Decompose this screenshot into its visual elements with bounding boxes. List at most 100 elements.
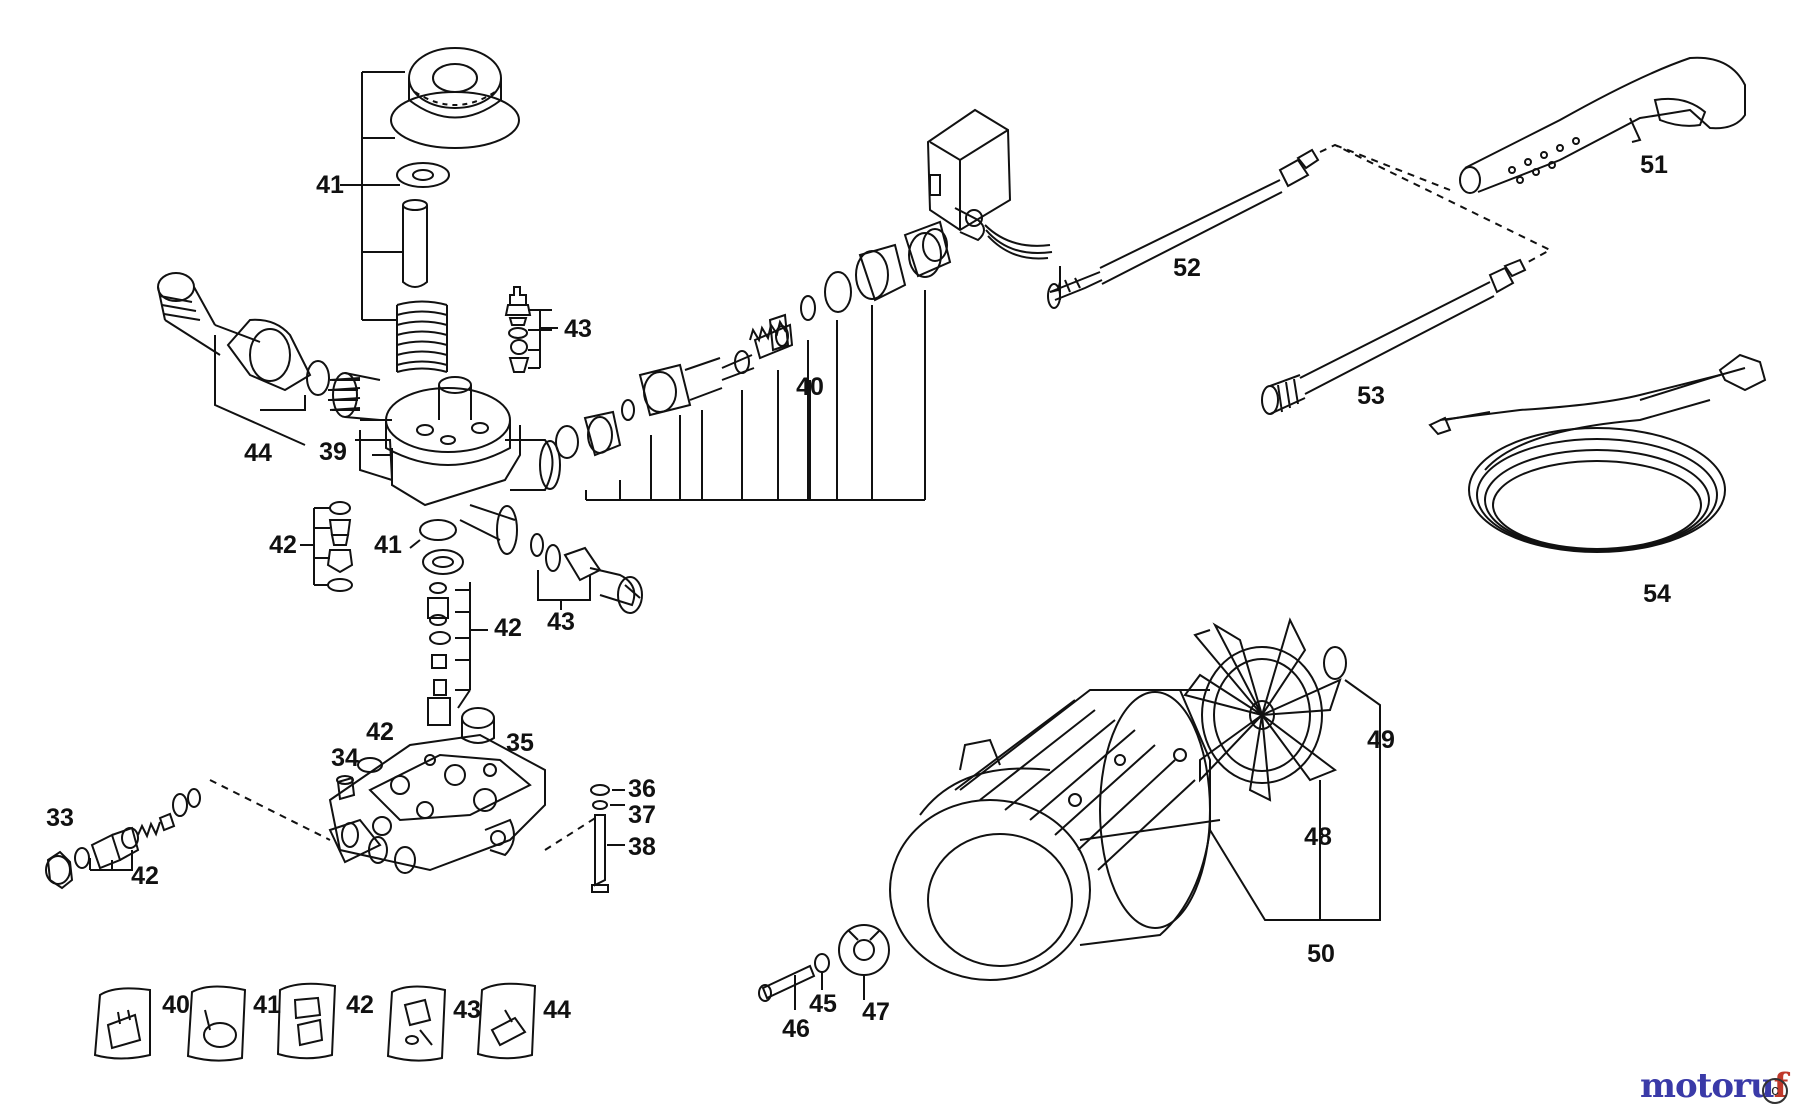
kit-label-42: 42	[346, 991, 374, 1019]
oring-43b	[510, 339, 528, 355]
drain-plug	[336, 775, 356, 801]
piston-washer	[396, 162, 450, 188]
leader-42-left	[300, 507, 330, 586]
bleed-valve	[504, 286, 532, 326]
oring-43a	[508, 327, 528, 339]
leader-45-47	[794, 972, 865, 1010]
piston-spring	[396, 300, 448, 373]
label-46: 46	[782, 1015, 810, 1043]
label-42-center: 42	[494, 614, 522, 642]
label-42-left: 42	[269, 531, 297, 559]
copyright-badge: c	[1762, 1078, 1788, 1104]
oring-43e	[545, 544, 561, 572]
dashed-line-case	[209, 779, 601, 851]
leader-43-top	[528, 309, 558, 369]
label-41-top: 41	[316, 171, 344, 199]
kit-bag-42	[276, 982, 337, 1060]
kit-label-40: 40	[162, 991, 190, 1019]
watermark-text-main: motoru	[1640, 1066, 1775, 1106]
leader-42-relief	[89, 850, 133, 871]
leader-41-top	[340, 71, 405, 321]
relief-plug	[45, 850, 74, 890]
label-33: 33	[46, 804, 74, 832]
label-45: 45	[809, 990, 837, 1018]
label-35: 35	[506, 729, 534, 757]
lance-52	[1047, 148, 1320, 309]
leader-40	[585, 290, 926, 501]
threaded-nipple-left	[328, 379, 360, 411]
label-47: 47	[862, 998, 890, 1026]
crankcase	[328, 733, 546, 874]
leader-44	[214, 335, 306, 446]
kit-label-41: 41	[253, 991, 281, 1019]
relief-valve-body	[90, 826, 140, 870]
kit-bag-40	[93, 987, 151, 1060]
label-50: 50	[1307, 940, 1335, 968]
label-53: 53	[1357, 382, 1385, 410]
label-52: 52	[1173, 254, 1201, 282]
relief-pin	[158, 812, 176, 832]
check-valve-left	[326, 501, 354, 592]
label-43-mid: 43	[547, 608, 575, 636]
seal-41-lower	[419, 519, 457, 541]
inlet-oring	[306, 360, 330, 396]
label-41-mid: 41	[374, 531, 402, 559]
kit-bag-41	[186, 985, 247, 1062]
label-49: 49	[1367, 726, 1395, 754]
oring-43c	[508, 357, 530, 373]
piston-bearing	[408, 47, 502, 119]
unloader-spring	[749, 319, 787, 343]
bolt-38	[591, 814, 609, 893]
washer-37	[592, 800, 608, 810]
trigger-gun	[1459, 56, 1746, 194]
valve-seal-stack	[422, 549, 464, 726]
leader-36-38	[607, 789, 625, 846]
leader-41-mid	[409, 539, 421, 549]
washer-36	[590, 784, 610, 796]
pump-head	[329, 372, 561, 555]
label-36: 36	[628, 775, 656, 803]
piston-ring	[390, 91, 520, 149]
relief-ring-b	[187, 788, 201, 808]
watermark-logo: motoruf	[1640, 1066, 1788, 1106]
hose-54	[1428, 353, 1767, 553]
unloader-rings	[555, 220, 952, 459]
bolt-46	[758, 964, 816, 1002]
label-38: 38	[628, 833, 656, 861]
label-40-main: 40	[796, 373, 824, 401]
fan-48	[1183, 617, 1342, 802]
label-43-top: 43	[564, 315, 592, 343]
fan-ring-49	[1323, 646, 1347, 680]
label-42-relief: 42	[131, 862, 159, 890]
dashed-guide-lances	[1319, 143, 1553, 263]
label-51: 51	[1640, 151, 1668, 179]
kit-label-43: 43	[453, 996, 481, 1024]
kit-bag-43	[386, 985, 447, 1062]
label-44-main: 44	[244, 439, 272, 467]
motor-housing	[889, 689, 1221, 981]
label-48: 48	[1304, 823, 1332, 851]
relief-ring-a	[172, 793, 188, 817]
label-34: 34	[331, 744, 359, 772]
inlet-fitting	[157, 272, 312, 392]
relief-spring	[137, 821, 161, 839]
label-37: 37	[628, 801, 656, 829]
label-54: 54	[1643, 580, 1671, 608]
lance-53	[1261, 258, 1527, 415]
kit-bag-44	[476, 982, 537, 1060]
motor-flange-47	[838, 924, 890, 976]
outlet-adapter	[563, 546, 643, 614]
kit-label-44: 44	[543, 996, 571, 1024]
leader-42-center	[455, 582, 488, 709]
washer-45	[814, 953, 830, 973]
leader-43-mid	[537, 570, 591, 610]
oring-43d	[530, 533, 544, 557]
leader-48-50	[1209, 679, 1381, 921]
switch-box	[926, 108, 1053, 260]
label-42-case: 42	[366, 718, 394, 746]
label-39: 39	[319, 438, 347, 466]
oring-42-case	[357, 757, 384, 773]
relief-oring	[74, 847, 90, 869]
piston-rod	[402, 199, 428, 288]
